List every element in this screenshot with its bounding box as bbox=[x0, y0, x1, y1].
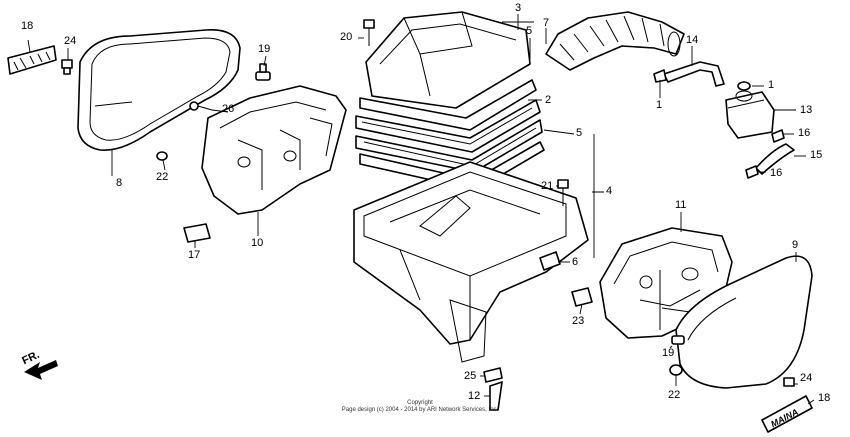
part-9-right-cover bbox=[675, 255, 813, 389]
callout-19-right: 19 bbox=[662, 347, 675, 359]
part-17-clip bbox=[183, 223, 211, 243]
part-10-bracket bbox=[201, 85, 347, 215]
part-22-grommet-right bbox=[669, 364, 683, 376]
part-24-screw-left bbox=[61, 59, 73, 75]
callout-17: 17 bbox=[188, 249, 201, 261]
part-25-clamp bbox=[483, 367, 503, 383]
callout-20: 20 bbox=[340, 31, 353, 43]
part-19-clip-left bbox=[255, 63, 271, 81]
callout-1-left: 1 bbox=[656, 99, 663, 111]
callout-6: 6 bbox=[572, 256, 579, 268]
copyright-line-2: Page design (c) 2004 - 2014 by ARI Netwo… bbox=[341, 407, 499, 414]
callout-16-upper: 16 bbox=[798, 127, 811, 139]
callout-4: 4 bbox=[606, 185, 613, 197]
callout-13: 13 bbox=[800, 104, 813, 116]
part-8-left-cover bbox=[77, 29, 241, 151]
callout-5-upper: 5 bbox=[526, 25, 533, 37]
callout-3: 3 bbox=[515, 2, 522, 14]
part-16-clamp-upper bbox=[771, 129, 785, 143]
callout-22-left: 22 bbox=[156, 171, 169, 183]
callout-19-left: 19 bbox=[258, 43, 271, 55]
callout-1-right: 1 bbox=[768, 79, 775, 91]
callout-14: 14 bbox=[686, 34, 699, 46]
callout-18-right: 18 bbox=[818, 392, 831, 404]
part-18-emblem-right bbox=[761, 395, 813, 433]
part-26-bolt bbox=[189, 101, 213, 111]
callout-5-lower: 5 bbox=[576, 127, 583, 139]
callout-23: 23 bbox=[572, 315, 585, 327]
part-16-clamp-lower bbox=[745, 165, 759, 179]
part-4-lower-housing bbox=[353, 161, 589, 363]
callout-24-left: 24 bbox=[64, 35, 77, 47]
callout-11: 11 bbox=[675, 199, 687, 211]
part-22-grommet-left bbox=[156, 151, 168, 161]
part-6-clip bbox=[539, 251, 561, 271]
part-7-upper-housing bbox=[365, 11, 531, 109]
part-20-bolt bbox=[363, 19, 375, 46]
part-5-seal-upper bbox=[359, 79, 537, 131]
part-18-emblem-left bbox=[7, 45, 57, 75]
callout-7: 7 bbox=[543, 17, 550, 29]
callout-12: 12 bbox=[468, 390, 481, 402]
callout-21: 21 bbox=[541, 180, 554, 192]
callout-15: 15 bbox=[810, 149, 823, 161]
part-15-hose bbox=[755, 143, 795, 175]
callout-18-left: 18 bbox=[21, 20, 34, 32]
callout-10: 10 bbox=[251, 237, 264, 249]
part-19-clip-right bbox=[671, 335, 685, 345]
part-24-screw-right bbox=[783, 377, 795, 387]
callout-22-right: 22 bbox=[668, 389, 681, 401]
copyright-notice: Copyright Page design (c) 2004 - 2014 by… bbox=[300, 400, 540, 414]
part-21-bolt bbox=[557, 179, 569, 206]
front-direction-arrow-icon bbox=[24, 360, 58, 380]
copyright-line-1: Copyright bbox=[407, 400, 433, 406]
part-1-clamp-left bbox=[653, 69, 667, 83]
part-13-chamber bbox=[725, 90, 775, 139]
part-intake-duct bbox=[545, 11, 685, 71]
callout-26: 26 bbox=[222, 103, 235, 115]
part-23-clip bbox=[571, 287, 593, 307]
callout-9: 9 bbox=[792, 239, 799, 251]
callout-8: 8 bbox=[116, 177, 123, 189]
callout-2: 2 bbox=[545, 94, 552, 106]
part-2-filter-element bbox=[355, 99, 541, 153]
callout-24-right: 24 bbox=[800, 372, 813, 384]
callout-16-lower: 16 bbox=[770, 167, 783, 179]
callout-25: 25 bbox=[464, 370, 477, 382]
part-1-clamp-right bbox=[737, 81, 751, 91]
part-14-hose bbox=[663, 61, 725, 87]
part-12-drain-tube bbox=[489, 381, 503, 411]
leader-lines bbox=[27, 14, 815, 405]
